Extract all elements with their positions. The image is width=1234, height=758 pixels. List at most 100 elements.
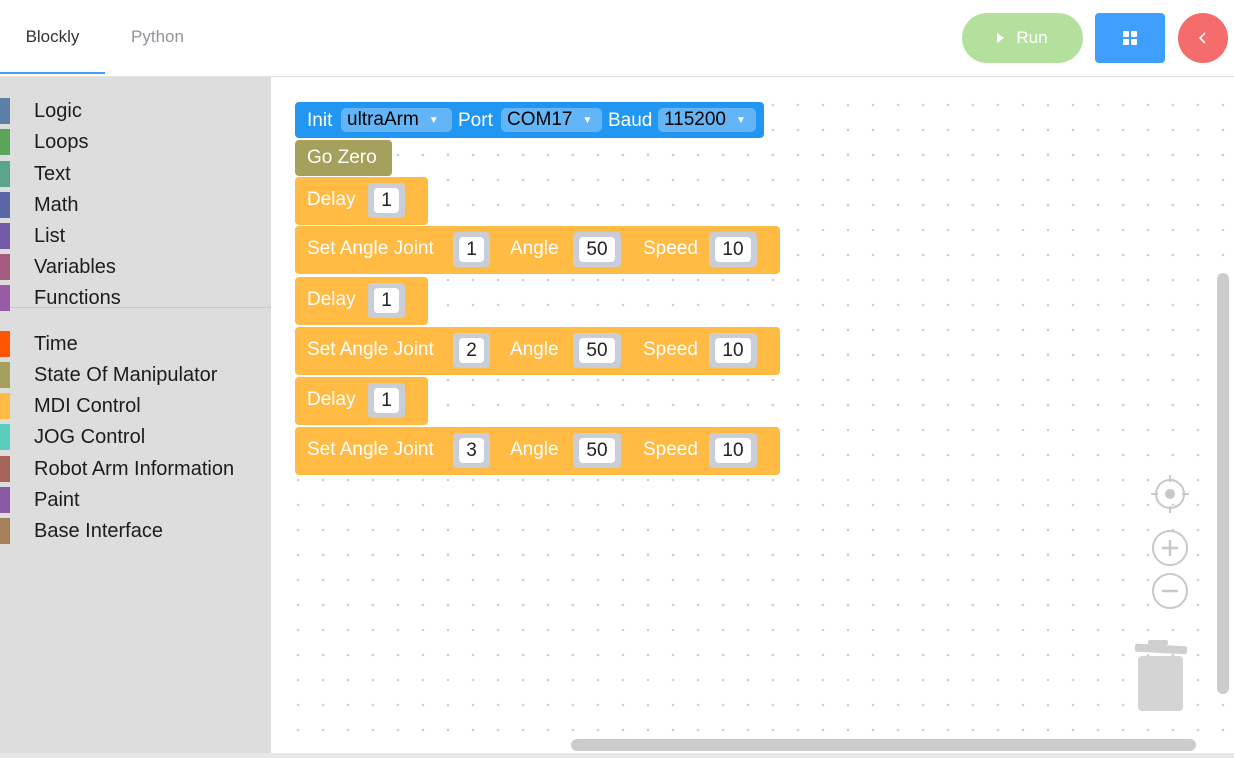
number-input[interactable]: 1	[453, 232, 490, 267]
number-input[interactable]: 50	[573, 232, 621, 267]
number-value[interactable]: 10	[715, 438, 751, 463]
toolbox-category[interactable]: Base Interface	[0, 518, 271, 544]
category-color-swatch	[0, 285, 10, 311]
angle-label: Angle	[510, 439, 559, 460]
baud-dropdown[interactable]: 115200▼	[658, 108, 756, 132]
baud-label: Baud	[608, 110, 653, 131]
number-value[interactable]: 1	[374, 388, 399, 413]
dropdown-arrow-icon: ▼	[736, 115, 746, 126]
category-color-swatch	[0, 223, 10, 249]
delay-label: Delay	[307, 389, 356, 410]
port-dropdown[interactable]: COM17 ▼	[501, 108, 602, 132]
angle-label: Angle	[510, 339, 559, 360]
number-value[interactable]: 2	[459, 338, 484, 363]
toolbox-category[interactable]: Logic	[0, 98, 271, 124]
delay-label: Delay	[307, 289, 356, 310]
active-tab-indicator	[0, 72, 105, 74]
category-color-swatch	[0, 487, 10, 513]
horizontal-scrollbar[interactable]	[571, 739, 1196, 751]
vertical-scrollbar[interactable]	[1217, 273, 1229, 694]
delay-block[interactable]: Delay 1	[295, 377, 428, 425]
toolbox-category[interactable]: State Of Manipulator	[0, 362, 271, 388]
number-input[interactable]: 10	[709, 232, 757, 267]
toolbox-category[interactable]: Paint	[0, 487, 271, 513]
number-value[interactable]: 1	[459, 237, 484, 262]
toolbox-category[interactable]: MDI Control	[0, 393, 271, 419]
number-input[interactable]: 3	[453, 433, 490, 468]
number-value[interactable]: 50	[579, 237, 615, 262]
category-color-swatch	[0, 129, 10, 155]
number-input[interactable]: 1	[368, 383, 405, 418]
toolbox-category[interactable]: Loops	[0, 129, 271, 155]
number-value[interactable]: 50	[579, 438, 615, 463]
category-label: List	[34, 225, 66, 247]
dropdown-arrow-icon: ▼	[428, 115, 439, 126]
number-input[interactable]: 10	[709, 433, 757, 468]
go-zero-label: Go Zero	[307, 147, 377, 168]
init-label: Init	[307, 110, 333, 131]
category-label: Functions	[34, 287, 121, 309]
grid-icon	[1123, 31, 1137, 45]
robot-dropdown[interactable]: ultraArm▼	[341, 108, 452, 132]
number-input[interactable]: 50	[573, 333, 621, 368]
toolbox-category[interactable]: Math	[0, 192, 271, 218]
speed-label: Speed	[643, 339, 698, 360]
number-input[interactable]: 50	[573, 433, 621, 468]
category-label: Robot Arm Information	[34, 458, 235, 480]
number-input[interactable]: 1	[368, 283, 405, 318]
port-value: COM17	[507, 109, 573, 130]
toolbox-category[interactable]: Robot Arm Information	[0, 456, 271, 482]
toolbox-category[interactable]: Variables	[0, 254, 271, 280]
number-value[interactable]: 50	[579, 338, 615, 363]
toolbox-category[interactable]: Functions	[0, 285, 271, 311]
dropdown-arrow-icon: ▼	[582, 115, 593, 126]
trash-icon[interactable]	[1134, 640, 1188, 714]
category-label: Math	[34, 194, 79, 216]
category-color-swatch	[0, 161, 10, 187]
toolbox-category[interactable]: JOG Control	[0, 424, 271, 450]
run-button[interactable]: Run	[962, 13, 1083, 63]
blockly-workspace[interactable]	[271, 77, 1234, 753]
toolbox-category[interactable]: List	[0, 223, 271, 249]
center-icon[interactable]	[1151, 475, 1189, 513]
number-value[interactable]: 3	[459, 438, 484, 463]
play-icon	[997, 33, 1005, 43]
tab-blockly[interactable]: Blockly	[25, 27, 80, 46]
speed-label: Speed	[643, 439, 698, 460]
zoom-in-icon[interactable]	[1151, 529, 1189, 567]
top-bar: Blockly Python Run	[0, 0, 1234, 77]
tab-python[interactable]: Python	[131, 27, 184, 46]
toolbox-category[interactable]: Text	[0, 161, 271, 187]
zoom-out-icon[interactable]	[1151, 572, 1189, 610]
set-angle-block[interactable]: Set Angle Joint 3 Angle 50 Speed 10	[295, 427, 780, 475]
number-value[interactable]: 10	[715, 237, 751, 262]
number-input[interactable]: 10	[709, 333, 757, 368]
category-color-swatch	[0, 331, 10, 357]
category-label: Paint	[34, 489, 80, 511]
number-value[interactable]: 1	[374, 188, 399, 213]
toolbox-category[interactable]: Time	[0, 331, 271, 357]
category-label: Logic	[34, 100, 82, 122]
chevron-left-icon	[1198, 32, 1206, 44]
category-color-swatch	[0, 518, 10, 544]
grid-button[interactable]	[1095, 13, 1165, 63]
go-zero-block[interactable]: Go Zero	[295, 140, 392, 176]
number-input[interactable]: 2	[453, 333, 490, 368]
toolbox-separator	[0, 307, 271, 308]
category-color-swatch	[0, 393, 10, 419]
category-label: Base Interface	[34, 520, 163, 542]
number-value[interactable]: 1	[374, 288, 399, 313]
number-value[interactable]: 10	[715, 338, 751, 363]
set-angle-label: Set Angle Joint	[307, 238, 434, 259]
category-color-swatch	[0, 362, 10, 388]
delay-block[interactable]: Delay 1	[295, 277, 428, 325]
number-input[interactable]: 1	[368, 183, 405, 218]
category-color-swatch	[0, 192, 10, 218]
set-angle-label: Set Angle Joint	[307, 439, 434, 460]
category-label: Variables	[34, 256, 116, 278]
back-button[interactable]	[1178, 13, 1228, 63]
